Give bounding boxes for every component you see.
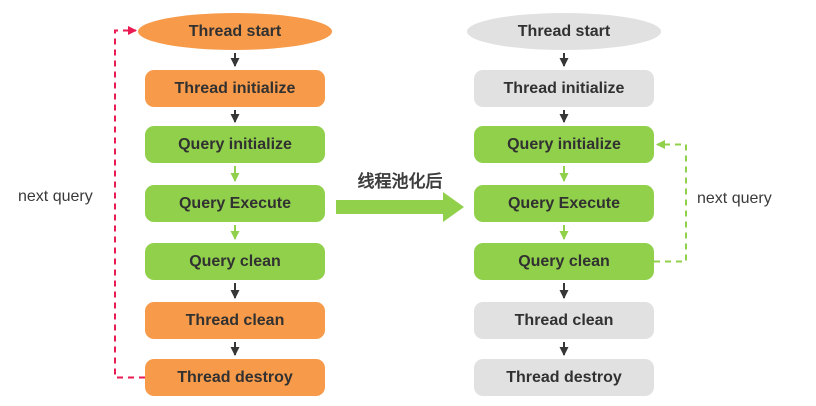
node-query-execute-after: Query Execute [474,185,654,222]
node-thread-initialize-before: Thread initialize [145,70,325,107]
node-thread-clean-after: Thread clean [474,302,654,339]
node-query-clean-after: Query clean [474,243,654,280]
node-query-initialize-before: Query initialize [145,126,325,163]
node-thread-clean-before: Thread clean [145,302,325,339]
node-query-clean-before: Query clean [145,243,325,280]
pooling-transition-arrow-icon [336,192,464,222]
node-thread-destroy-after: Thread destroy [474,359,654,396]
next-query-label-left: next query [18,188,93,205]
node-thread-start-before: Thread start [138,13,332,50]
next-query-loop-arrow-left [114,26,145,379]
node-query-initialize-after: Query initialize [474,126,654,163]
next-query-loop-arrow-right [654,140,687,263]
pooling-transition-label: 线程池化后 [357,172,443,191]
node-thread-initialize-after: Thread initialize [474,70,654,107]
node-query-execute-before: Query Execute [145,185,325,222]
node-thread-destroy-before: Thread destroy [145,359,325,396]
next-query-label-right: next query [697,190,772,207]
node-thread-start-after: Thread start [467,13,661,50]
